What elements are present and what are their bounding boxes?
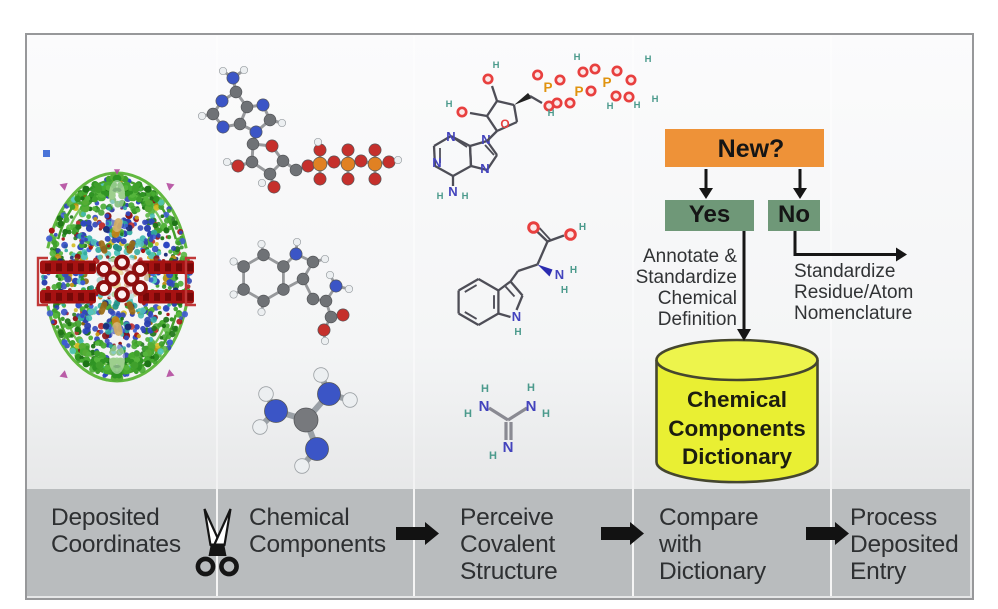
svg-text:H: H bbox=[462, 191, 469, 202]
svg-text:P: P bbox=[543, 80, 552, 95]
svg-text:H: H bbox=[446, 99, 453, 110]
svg-text:N: N bbox=[432, 155, 441, 170]
svg-text:N: N bbox=[481, 132, 490, 147]
svg-text:H: H bbox=[645, 54, 652, 65]
svg-text:N: N bbox=[503, 439, 514, 456]
svg-text:H: H bbox=[514, 327, 521, 338]
svg-text:N: N bbox=[448, 184, 457, 199]
svg-text:P: P bbox=[574, 84, 583, 99]
svg-text:N: N bbox=[446, 129, 455, 144]
svg-text:H: H bbox=[570, 265, 577, 276]
svg-text:N: N bbox=[555, 267, 564, 282]
svg-text:H: H bbox=[579, 222, 586, 233]
svg-text:H: H bbox=[607, 101, 614, 112]
svg-text:H: H bbox=[437, 191, 444, 202]
svg-text:N: N bbox=[526, 398, 537, 415]
svg-text:H: H bbox=[548, 108, 555, 119]
svg-text:N: N bbox=[480, 161, 489, 176]
svg-text:H: H bbox=[574, 52, 581, 63]
svg-text:P: P bbox=[602, 75, 611, 90]
svg-text:H: H bbox=[464, 408, 472, 420]
svg-text:H: H bbox=[489, 450, 497, 462]
svg-text:H: H bbox=[527, 382, 535, 394]
svg-text:H: H bbox=[561, 285, 568, 296]
svg-text:H: H bbox=[652, 94, 659, 105]
svg-text:H: H bbox=[493, 60, 500, 71]
svg-text:H: H bbox=[542, 408, 550, 420]
svg-text:H: H bbox=[481, 383, 489, 395]
svg-text:N: N bbox=[512, 309, 521, 324]
svg-text:O: O bbox=[500, 117, 509, 131]
svg-text:N: N bbox=[479, 398, 490, 415]
svg-text:H: H bbox=[634, 100, 641, 111]
